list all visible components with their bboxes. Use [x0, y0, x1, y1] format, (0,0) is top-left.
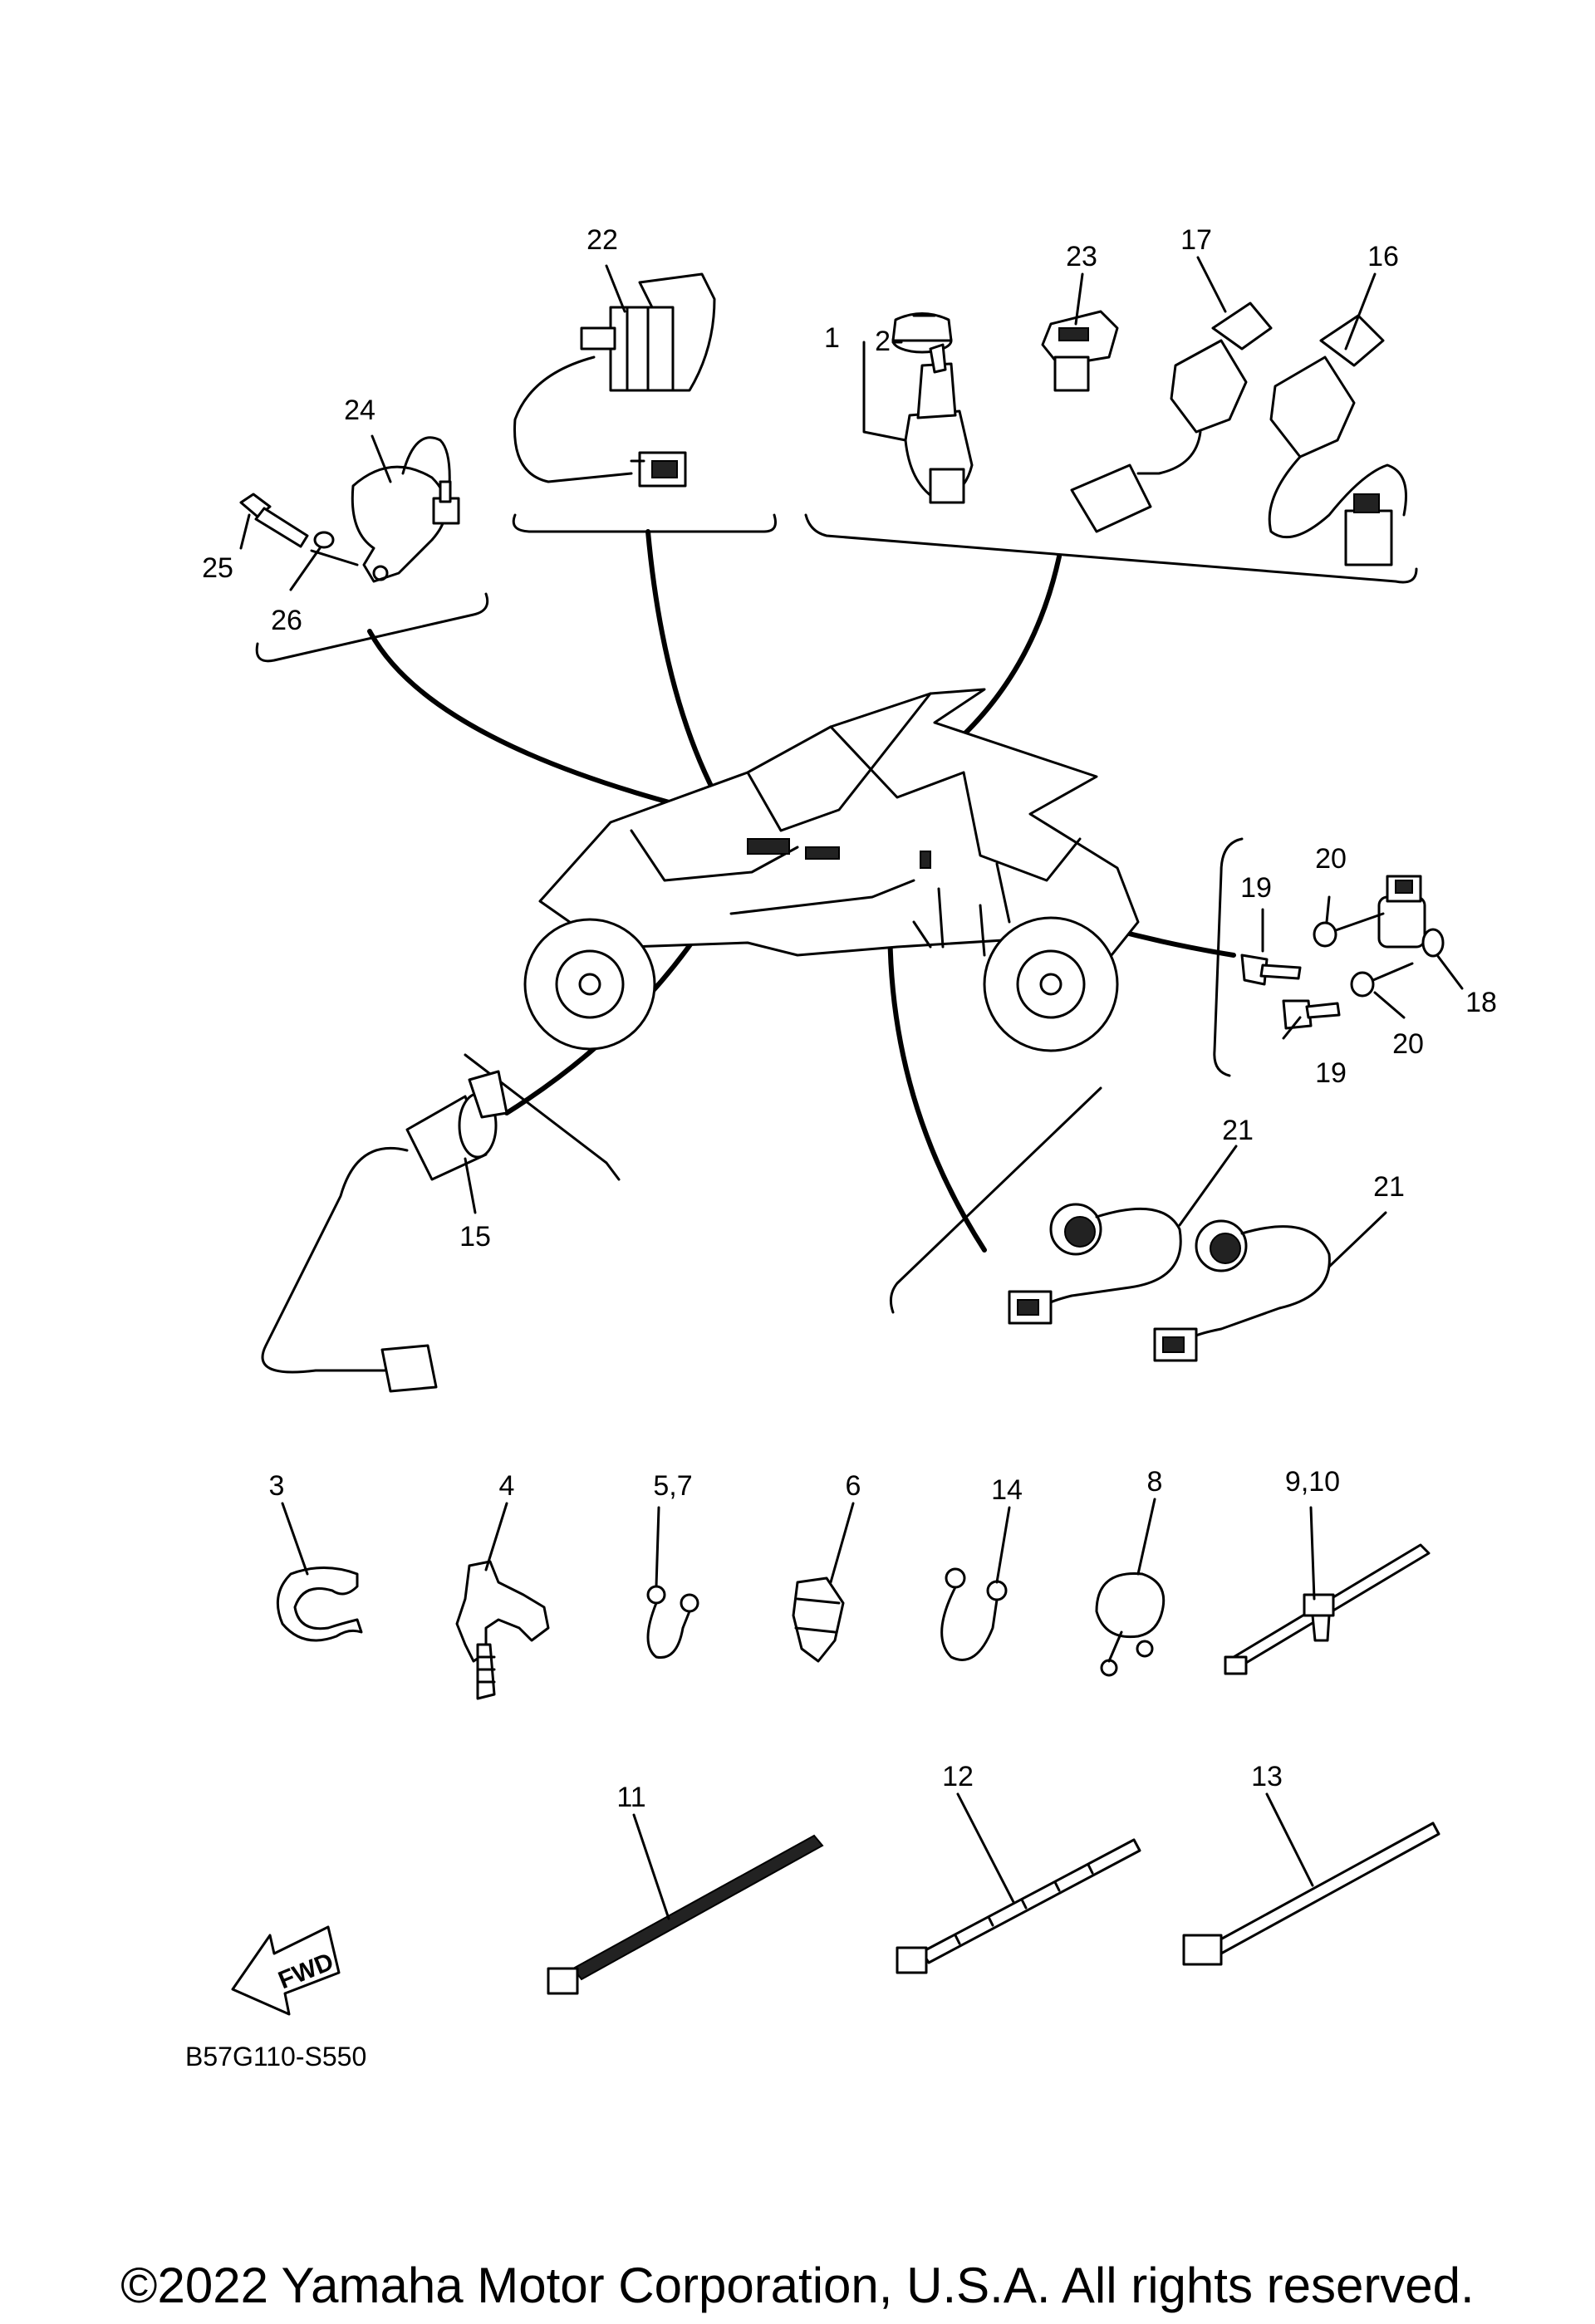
- callout-22: 22: [586, 224, 618, 256]
- part-23-switch: [1041, 310, 1119, 392]
- part-8-clamp: [1095, 1572, 1166, 1677]
- diagram-code: B57G110-S550: [185, 2042, 366, 2071]
- part-20-washer-a: [1313, 912, 1385, 948]
- part-13-tie: [1182, 1821, 1440, 1966]
- callout-19-b: 19: [1315, 1057, 1347, 1089]
- rear-wheel: [983, 916, 1119, 1052]
- callout-21-a: 21: [1222, 1115, 1254, 1146]
- part-9-10-tie: [1224, 1543, 1431, 1675]
- callout-26: 26: [271, 605, 302, 636]
- front-wheel: [523, 918, 656, 1051]
- callout-leaders: [239, 256, 1464, 1920]
- part-19-bolt-a: [1240, 954, 1302, 986]
- callout-2: 2: [875, 326, 891, 357]
- part-21-lamp-a: [1008, 1203, 1182, 1325]
- callout-13: 13: [1251, 1761, 1283, 1792]
- callout-4: 4: [499, 1470, 515, 1502]
- callout-labels: 1 2 3 4 5,7 6 8 9,10 11 12 13 14 15 16 1…: [202, 224, 1497, 1813]
- part-17-switch: [1070, 302, 1273, 533]
- callout-18: 18: [1465, 987, 1497, 1018]
- callout-14: 14: [991, 1474, 1023, 1506]
- part-22-switch: [513, 272, 716, 488]
- callout-11: 11: [616, 1782, 645, 1813]
- part-26-washer: [310, 531, 359, 566]
- callout-15: 15: [459, 1221, 491, 1253]
- part-20-washer-b: [1350, 962, 1414, 998]
- copyright-notice: ©2022 Yamaha Motor Corporation, U.S.A. A…: [120, 2258, 1474, 2313]
- part-18-sensor: [1377, 875, 1445, 958]
- part-1-key-switch: [862, 341, 974, 504]
- callout-17: 17: [1180, 224, 1212, 256]
- callout-19-a: 19: [1240, 872, 1272, 904]
- callout-25: 25: [202, 552, 233, 584]
- callout-23: 23: [1066, 241, 1097, 272]
- callout-21-b: 21: [1373, 1171, 1405, 1203]
- callout-20-b: 20: [1392, 1028, 1424, 1060]
- callout-20-a: 20: [1315, 843, 1347, 875]
- vehicle-illustration: [523, 688, 1140, 1052]
- part-19-bolt-b: [1282, 999, 1341, 1030]
- part-25-bolt: [239, 493, 309, 548]
- part-12-tie: [896, 1838, 1141, 1974]
- callout-6: 6: [846, 1470, 861, 1502]
- callout-16: 16: [1367, 241, 1399, 272]
- part-21-lamp-b: [1153, 1219, 1331, 1362]
- part-24-sensor: [351, 436, 460, 583]
- part-5-7-clamp: [646, 1585, 699, 1660]
- callout-1: 1: [824, 322, 840, 354]
- part-6-clamp: [792, 1576, 845, 1663]
- part-3-clamp: [276, 1566, 363, 1642]
- callout-24: 24: [344, 395, 375, 426]
- part-11-tie: [547, 1834, 824, 1995]
- part-16-switch: [1268, 314, 1407, 566]
- callout-8: 8: [1147, 1466, 1163, 1498]
- callout-3: 3: [269, 1470, 285, 1502]
- callout-9-10: 9,10: [1285, 1466, 1340, 1498]
- part-4-clamp: [455, 1560, 550, 1700]
- callout-12: 12: [942, 1761, 974, 1792]
- callout-5-7: 5,7: [653, 1470, 692, 1502]
- fwd-arrow: FWD: [231, 1925, 341, 2016]
